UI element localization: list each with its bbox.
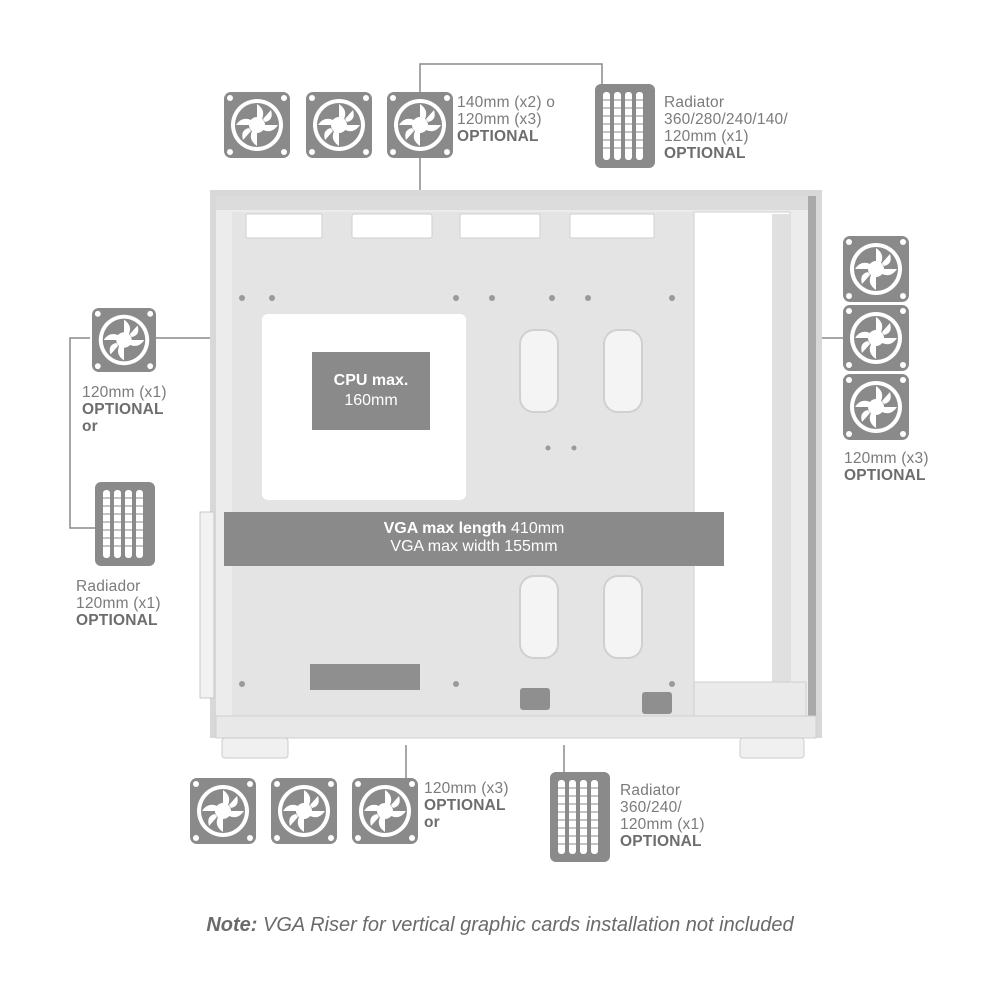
top-fans-label: 140mm (x2) o 120mm (x3) OPTIONAL (457, 94, 555, 145)
top-fans-line2: 120mm (x3) (457, 111, 542, 128)
bottom-fans-line1: 120mm (x3) (424, 780, 509, 797)
bottom-fans-or: or (424, 814, 440, 831)
bottom-fan-icon-2 (271, 778, 337, 844)
rear-fan-line1: 120mm (x1) (82, 384, 167, 401)
rear-radiator-icon (95, 482, 155, 566)
front-fan-icon-2 (843, 305, 909, 371)
top-radiator-line3: 120mm (x1) (664, 128, 749, 145)
top-fan-icon-3 (387, 92, 453, 158)
top-radiator-optional: OPTIONAL (664, 145, 746, 162)
footnote: Note: VGA Riser for vertical graphic car… (0, 914, 1000, 937)
front-fan-icon-1 (843, 236, 909, 302)
top-radiator-line1: Radiator (664, 94, 725, 111)
bottom-radiator-line1: Radiator (620, 782, 681, 799)
bottom-fans-optional: OPTIONAL (424, 797, 506, 814)
bottom-fans-label: 120mm (x3) OPTIONAL or (424, 780, 509, 831)
rear-radiator-label: Radiador 120mm (x1) OPTIONAL (76, 578, 161, 629)
top-fans-line1: 140mm (x2) o (457, 94, 556, 111)
bottom-radiator-optional: OPTIONAL (620, 833, 702, 850)
vga-width-text: VGA max width 155mm (390, 538, 558, 555)
rear-radiator-optional: OPTIONAL (76, 612, 158, 629)
bottom-radiator-line2: 360/240/ (620, 799, 682, 816)
front-fans-label: 120mm (x3) OPTIONAL (844, 450, 929, 484)
vga-length-row: VGA max length 410mm (224, 520, 724, 538)
top-fan-icon-2 (306, 92, 372, 158)
top-radiator-icon (595, 84, 655, 168)
front-fans-line1: 120mm (x3) (844, 450, 929, 467)
rear-fan-label: 120mm (x1) OPTIONAL or (82, 384, 167, 435)
cpu-title: CPU max. (333, 372, 409, 389)
rear-fan-or: or (82, 418, 98, 435)
top-radiator-line2: 360/280/240/140/ (664, 111, 788, 128)
rear-radiator-line2: 120mm (x1) (76, 595, 161, 612)
front-fan-icon-3 (843, 374, 909, 440)
cpu-value: 160mm (344, 392, 398, 409)
bottom-fan-icon-1 (190, 778, 256, 844)
bottom-radiator-label: Radiator 360/240/ 120mm (x1) OPTIONAL (620, 782, 705, 850)
bottom-radiator-line3: 120mm (x1) (620, 816, 705, 833)
bottom-fan-icon-3 (352, 778, 418, 844)
top-fans-optional: OPTIONAL (457, 128, 539, 145)
note-text: VGA Riser for vertical graphic cards ins… (257, 914, 794, 936)
top-fan-icon-1 (224, 92, 290, 158)
note-label: Note: (206, 914, 258, 936)
rear-fan-optional: OPTIONAL (82, 401, 164, 418)
front-fans-optional: OPTIONAL (844, 467, 926, 484)
rear-fan-icon (92, 308, 156, 372)
top-radiator-label: Radiator 360/280/240/140/ 120mm (x1) OPT… (664, 94, 788, 162)
rear-radiator-line1: Radiador (76, 578, 141, 595)
bottom-radiator-icon (550, 772, 610, 862)
cpu-clearance-box: CPU max. 160mm (312, 352, 430, 430)
vga-clearance-band: VGA max length 410mm VGA max width 155mm (224, 512, 724, 566)
vga-length-value: 410mm (511, 520, 565, 537)
vga-length-label: VGA max length (383, 520, 507, 537)
